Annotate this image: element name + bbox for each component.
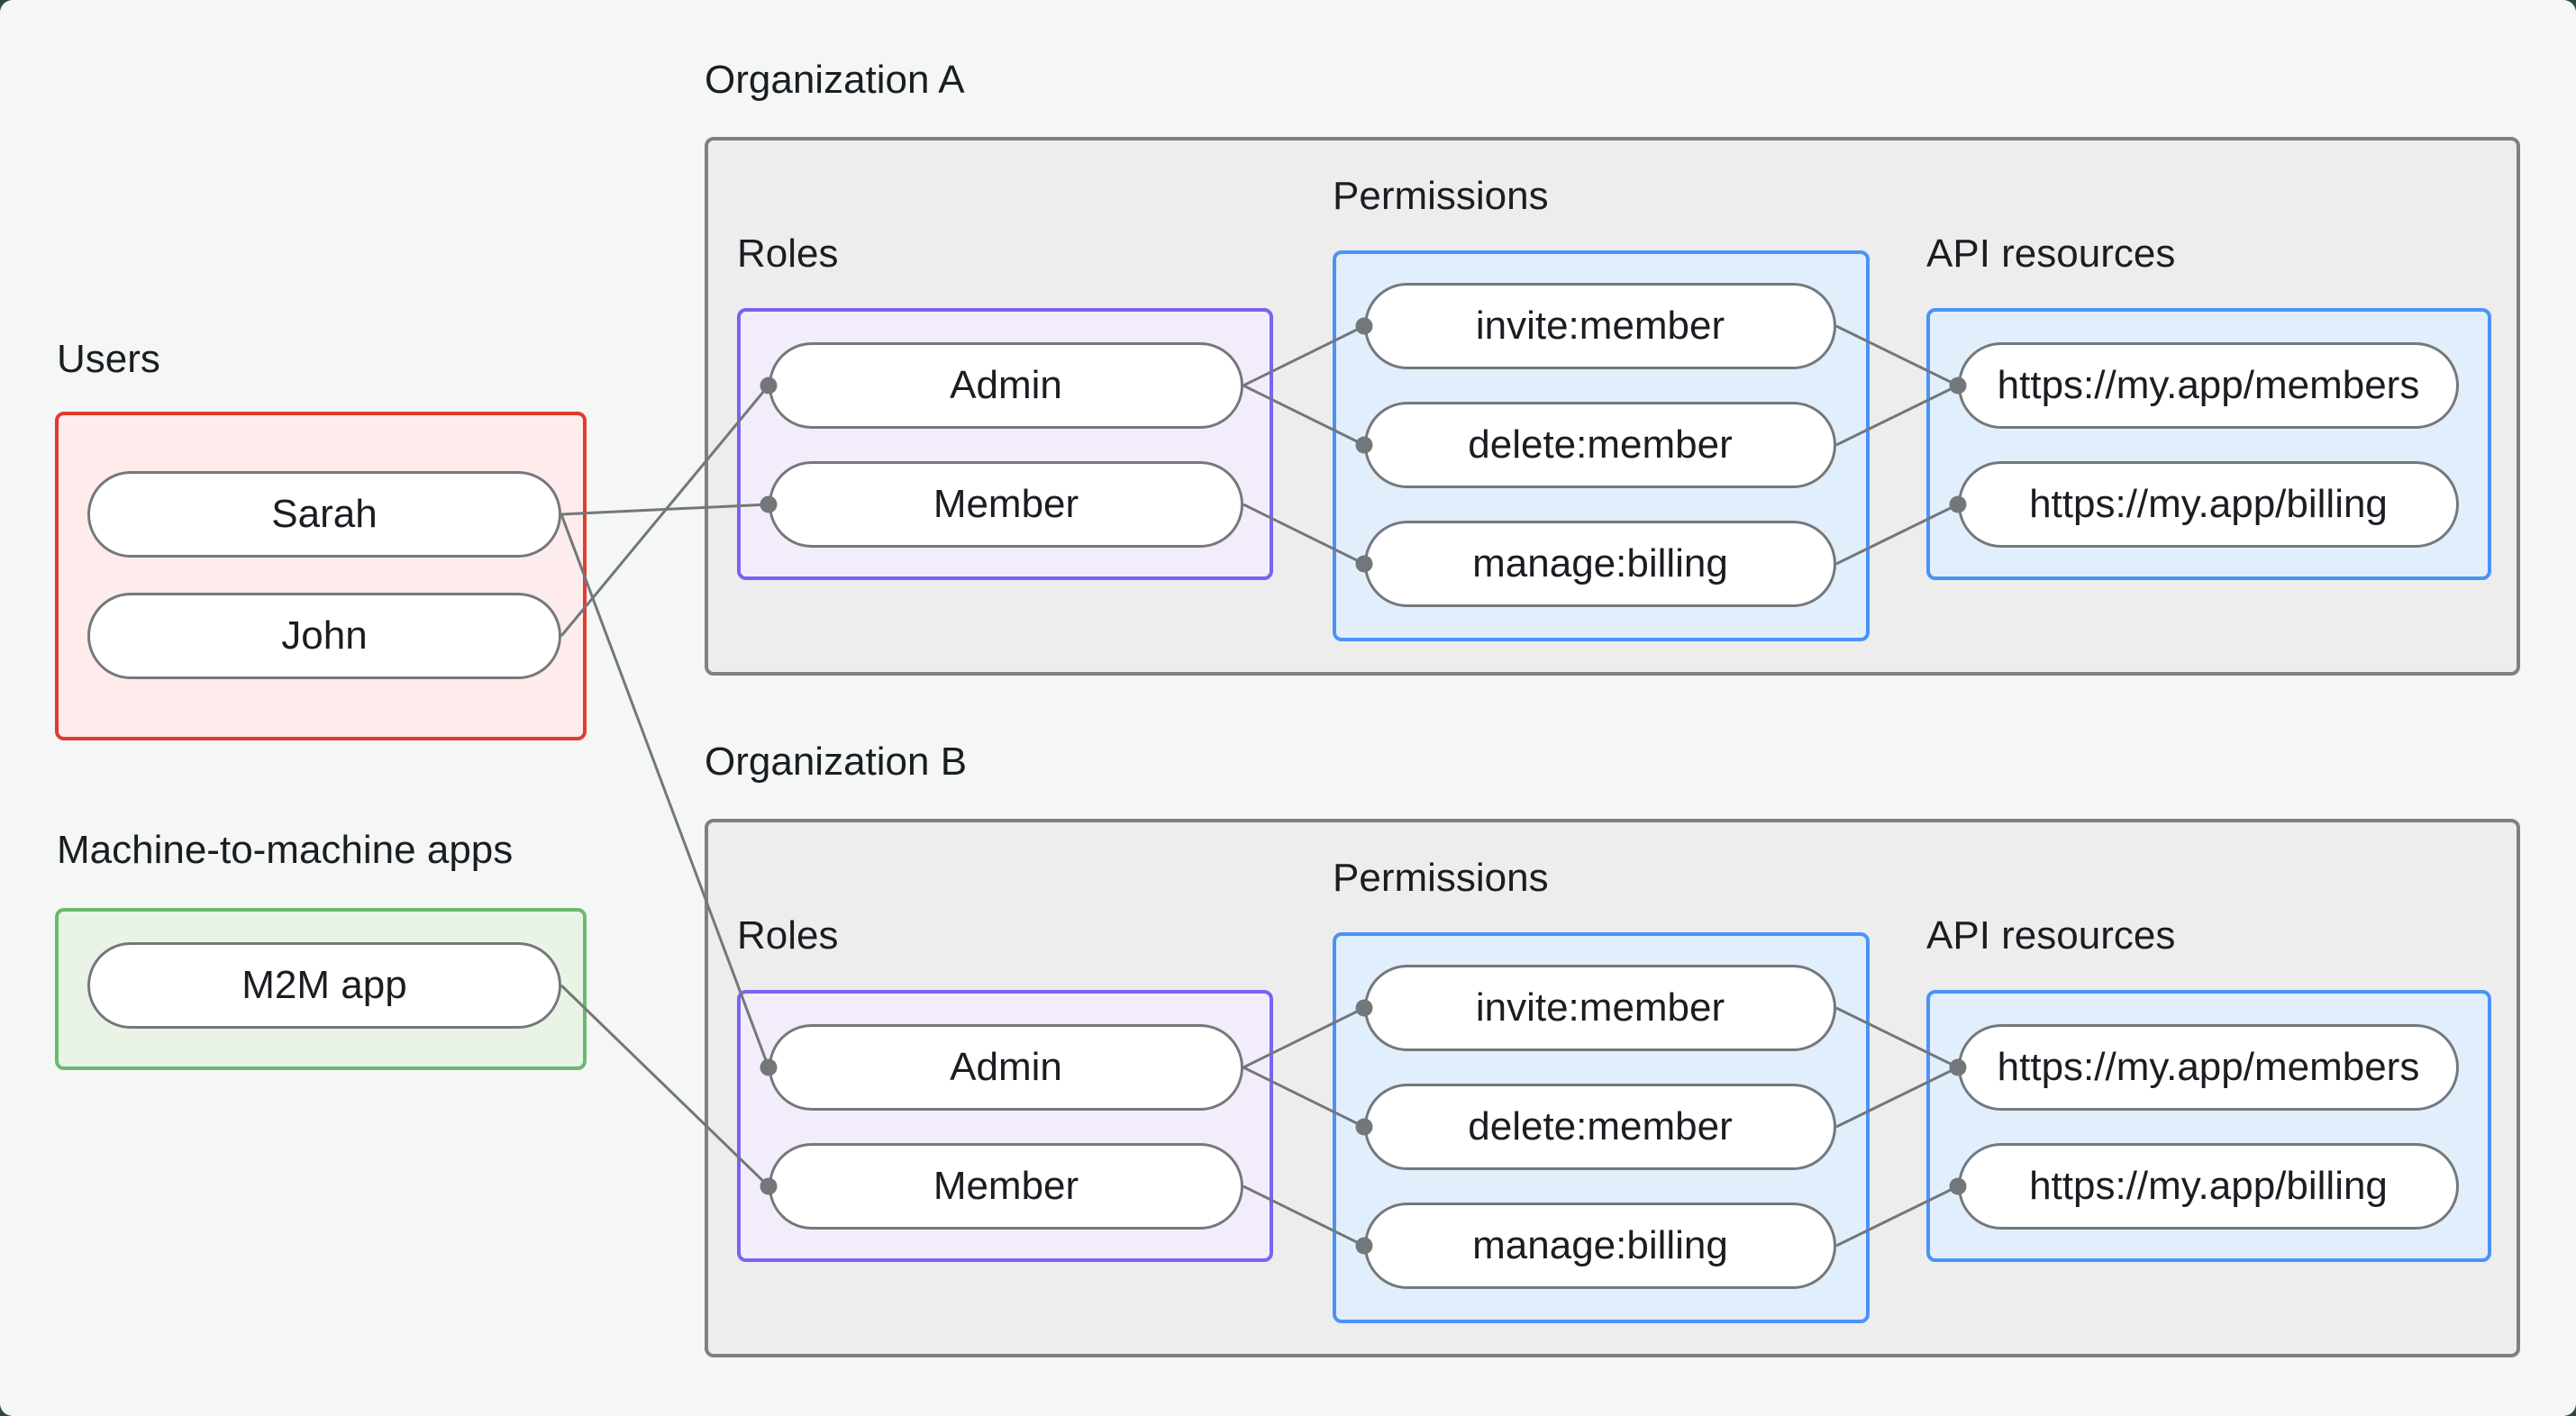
node-label: Member xyxy=(933,482,1079,526)
node-label: https://my.app/members xyxy=(1997,363,2420,407)
node-label: M2M app xyxy=(241,963,407,1007)
api-resource-node-members-org-a: https://my.app/members xyxy=(1958,342,2459,429)
permission-node-invite-member-org-b: invite:member xyxy=(1364,965,1836,1051)
m2m-app-node: M2M app xyxy=(87,942,561,1029)
node-label: https://my.app/billing xyxy=(2029,1164,2388,1208)
organization-a-label: Organization A xyxy=(705,58,965,102)
permission-node-delete-member-org-a: delete:member xyxy=(1364,402,1836,488)
role-node-member-org-b: Member xyxy=(769,1143,1243,1230)
roles-label-org-a: Roles xyxy=(737,231,839,276)
permissions-label-org-b: Permissions xyxy=(1333,856,1549,900)
permission-node-manage-billing-org-a: manage:billing xyxy=(1364,521,1836,607)
node-label: https://my.app/members xyxy=(1997,1045,2420,1089)
permission-node-invite-member-org-a: invite:member xyxy=(1364,283,1836,369)
node-label: manage:billing xyxy=(1472,541,1728,585)
roles-label-org-b: Roles xyxy=(737,913,839,958)
node-label: John xyxy=(281,613,368,658)
node-label: delete:member xyxy=(1468,422,1733,467)
node-label: invite:member xyxy=(1475,985,1725,1030)
user-node-john: John xyxy=(87,593,561,679)
node-label: manage:billing xyxy=(1472,1223,1728,1267)
role-node-member-org-a: Member xyxy=(769,461,1243,548)
api-resource-node-members-org-b: https://my.app/members xyxy=(1958,1024,2459,1111)
role-node-admin-org-b: Admin xyxy=(769,1024,1243,1111)
user-node-sarah: Sarah xyxy=(87,471,561,558)
api-resources-label-org-a: API resources xyxy=(1926,231,2176,276)
api-resource-node-billing-org-b: https://my.app/billing xyxy=(1958,1143,2459,1230)
api-resources-label-org-b: API resources xyxy=(1926,913,2176,958)
users-group-box xyxy=(55,412,587,740)
node-label: Admin xyxy=(950,363,1062,407)
node-label: Sarah xyxy=(271,492,378,536)
role-node-admin-org-a: Admin xyxy=(769,342,1243,429)
node-label: https://my.app/billing xyxy=(2029,482,2388,526)
m2m-apps-group-label: Machine-to-machine apps xyxy=(57,828,514,872)
permission-node-delete-member-org-b: delete:member xyxy=(1364,1084,1836,1170)
node-label: Admin xyxy=(950,1045,1062,1089)
users-group-label: Users xyxy=(57,337,160,381)
permission-node-manage-billing-org-b: manage:billing xyxy=(1364,1203,1836,1289)
node-label: Member xyxy=(933,1164,1079,1208)
node-label: invite:member xyxy=(1475,304,1725,348)
permissions-label-org-a: Permissions xyxy=(1333,174,1549,218)
organization-b-label: Organization B xyxy=(705,740,968,784)
node-label: delete:member xyxy=(1468,1104,1733,1148)
api-resource-node-billing-org-a: https://my.app/billing xyxy=(1958,461,2459,548)
